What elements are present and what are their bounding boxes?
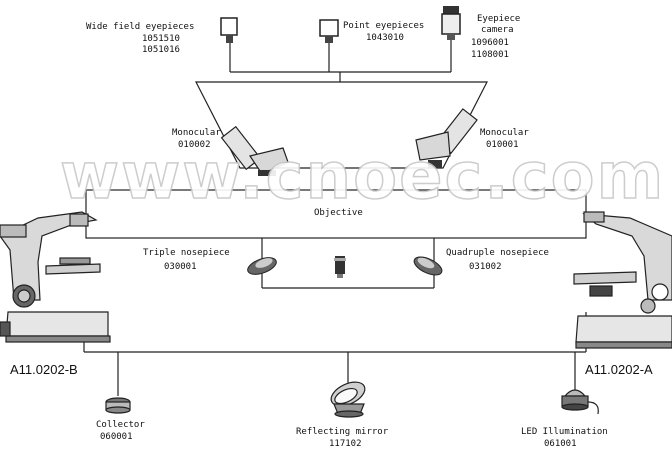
reflecting-mirror-name: Reflecting mirror — [296, 427, 389, 437]
wide-field-eyepieces-code-2: 1051016 — [142, 45, 180, 55]
collector-icon — [105, 397, 131, 414]
quadruple-nosepiece-icon — [413, 256, 443, 276]
reflecting-mirror-icon — [330, 381, 366, 418]
monocular-head-left-icon — [220, 125, 289, 176]
triple-nosepiece-name: Triple nosepiece — [143, 248, 230, 258]
led-illumination-icon — [561, 389, 599, 415]
quadruple-nosepiece-code: 031002 — [469, 262, 502, 272]
objective-lens-icon — [334, 256, 346, 278]
eyepiece-camera-code-2: 1108001 — [471, 50, 509, 60]
point-eyepieces-name: Point eyepieces — [343, 21, 425, 31]
wide-field-eyepieces-name: Wide field eyepieces — [86, 22, 195, 32]
model-left-label: A11.0202-B — [10, 362, 78, 377]
wide-field-eyepieces-label: Wide field eyepieces — [86, 22, 194, 33]
monocular-right-code: 010001 — [486, 140, 519, 150]
wide-field-eyepiece-icon — [220, 17, 238, 43]
eyepiece-camera-name-line-2: camera — [481, 25, 514, 35]
collector-name: Collector — [96, 420, 145, 430]
microscope-right-icon — [573, 211, 672, 349]
monocular-head-right-icon — [415, 108, 478, 168]
objective-label: Objective — [314, 208, 363, 218]
triple-nosepiece-icon — [247, 257, 277, 275]
led-illumination-name: LED Illumination — [521, 427, 608, 437]
led-illumination-code: 061001 — [544, 439, 577, 449]
eyepiece-camera-icon — [441, 6, 461, 40]
eyepiece-camera-name-line-1: Eyepiece — [477, 14, 521, 24]
eyepiece-camera-code-1: 1096001 — [471, 38, 509, 48]
reflecting-mirror-code: 117102 — [329, 439, 362, 449]
microscope-left-icon — [0, 211, 111, 343]
quadruple-nosepiece-name: Quadruple nosepiece — [446, 248, 549, 258]
triple-nosepiece-code: 030001 — [164, 262, 197, 272]
monocular-right-name: Monocular — [480, 128, 529, 138]
point-eyepieces-code: 1043010 — [366, 33, 404, 43]
monocular-left-name: Monocular — [172, 128, 221, 138]
model-right-label: A11.0202-A — [585, 362, 653, 377]
collector-code: 060001 — [100, 432, 133, 442]
watermark: www.cnoec.com — [59, 139, 666, 215]
point-eyepiece-icon — [319, 19, 339, 43]
wide-field-eyepieces-code-1: 1051510 — [142, 34, 180, 44]
monocular-left-code: 010002 — [178, 140, 211, 150]
